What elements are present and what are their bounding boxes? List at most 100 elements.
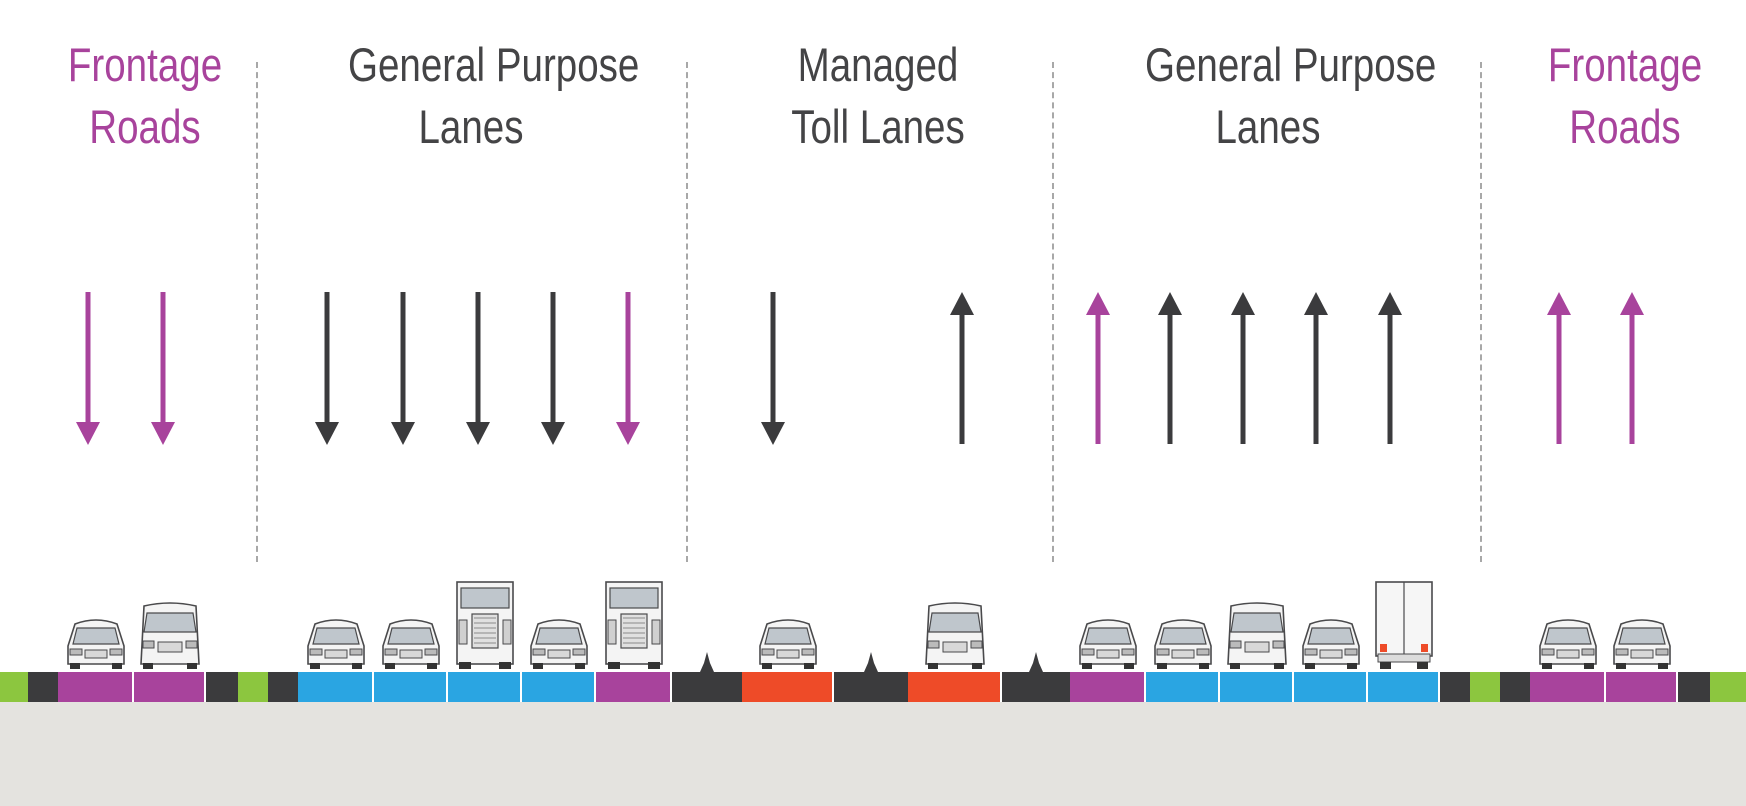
direction-arrow-up xyxy=(1547,292,1571,444)
van-icon xyxy=(140,602,200,669)
headlight xyxy=(1229,640,1242,649)
wheel xyxy=(1658,663,1668,669)
lane-surface xyxy=(1440,672,1470,702)
lane-separator xyxy=(1366,672,1368,702)
lane-surface xyxy=(1070,672,1146,702)
windshield xyxy=(143,612,197,633)
direction-arrow-down xyxy=(151,292,175,445)
wheel xyxy=(1417,662,1428,669)
direction-arrow-up xyxy=(1231,292,1255,444)
grille xyxy=(157,641,183,653)
section-divider xyxy=(1480,62,1482,562)
pavement-segment xyxy=(206,672,238,702)
headlight xyxy=(1581,648,1595,656)
windshield xyxy=(1307,627,1355,645)
lane-general xyxy=(374,619,448,702)
title-frontage-right: Frontage Roads xyxy=(1535,34,1715,158)
lane-surface xyxy=(238,672,268,702)
headlight xyxy=(69,648,83,656)
wheel xyxy=(352,663,362,669)
title-frontage-left: Frontage Roads xyxy=(55,34,235,158)
van-icon xyxy=(925,602,985,669)
lane-surface xyxy=(1530,672,1606,702)
lane-general xyxy=(522,619,596,702)
arrow-head xyxy=(1620,292,1644,315)
direction-arrow-up xyxy=(1158,292,1182,444)
exhaust-stack xyxy=(607,619,617,645)
wheel xyxy=(1305,663,1315,669)
wheel xyxy=(1584,663,1594,669)
wheel xyxy=(310,663,320,669)
windshield xyxy=(928,612,982,633)
arrow-head xyxy=(1231,292,1255,315)
grille xyxy=(1319,649,1343,659)
lane-separator xyxy=(1604,672,1606,702)
wheel xyxy=(1380,662,1391,669)
lane-frontage xyxy=(58,619,134,702)
wheel xyxy=(804,663,814,669)
arrow-head xyxy=(1378,292,1402,315)
direction-arrow-down xyxy=(391,292,415,445)
grille xyxy=(1244,641,1270,653)
lane-separator xyxy=(1438,672,1440,702)
tail-light xyxy=(1380,644,1387,652)
lane-separator xyxy=(1000,672,1002,702)
pavement-segment xyxy=(268,672,298,702)
wheel xyxy=(533,663,543,669)
windshield xyxy=(1159,627,1207,645)
wheel xyxy=(1199,663,1209,669)
title-managed-toll: Managed Toll Lanes xyxy=(767,34,988,158)
wheel xyxy=(1616,663,1626,669)
wheel xyxy=(1274,663,1284,669)
headlight xyxy=(142,640,155,649)
wheel xyxy=(1347,663,1357,669)
lane-surface xyxy=(28,672,58,702)
headlight xyxy=(1196,648,1210,656)
lane-separator xyxy=(204,672,206,702)
direction-arrow-up xyxy=(1620,292,1644,444)
wheel xyxy=(928,663,938,669)
lane-general xyxy=(448,581,522,702)
grille xyxy=(776,649,800,659)
windshield xyxy=(387,627,435,645)
lane-separator xyxy=(132,672,134,702)
lane-general xyxy=(298,619,374,702)
wheel xyxy=(972,663,982,669)
lane-toll xyxy=(908,602,1002,702)
arrow-head xyxy=(151,422,175,445)
shoulder-segment xyxy=(1470,672,1500,702)
windshield xyxy=(1618,627,1666,645)
title-line: Roads xyxy=(89,100,201,153)
windshield xyxy=(460,587,510,609)
lane-surface xyxy=(522,672,596,702)
median-barrier xyxy=(1002,652,1070,702)
lane-surface xyxy=(1294,672,1368,702)
headlight xyxy=(1615,648,1629,656)
wheel xyxy=(1230,663,1240,669)
arrow-head xyxy=(541,422,565,445)
car-icon xyxy=(1613,619,1671,669)
lane-surface xyxy=(596,672,672,702)
lane-separator xyxy=(372,672,374,702)
title-line: General Purpose xyxy=(348,38,640,91)
lane-surface xyxy=(1678,672,1710,702)
headlight xyxy=(424,648,438,656)
van-body xyxy=(1227,602,1287,665)
wheel xyxy=(459,662,471,669)
box-truck-icon xyxy=(1375,581,1433,669)
title-line: Frontage xyxy=(1547,38,1703,91)
lane-surface xyxy=(206,672,238,702)
grille xyxy=(547,649,571,659)
lane-surface xyxy=(1606,672,1678,702)
pavement-segment xyxy=(1500,672,1530,702)
bumper xyxy=(1377,653,1431,663)
headlight xyxy=(1272,640,1285,649)
lane-surface xyxy=(908,672,1002,702)
title-line: Roads xyxy=(1569,100,1681,153)
headlight xyxy=(109,648,123,656)
barrier-wall xyxy=(864,652,878,672)
lane-separator xyxy=(1676,672,1678,702)
wheel xyxy=(575,663,585,669)
grille xyxy=(942,641,968,653)
